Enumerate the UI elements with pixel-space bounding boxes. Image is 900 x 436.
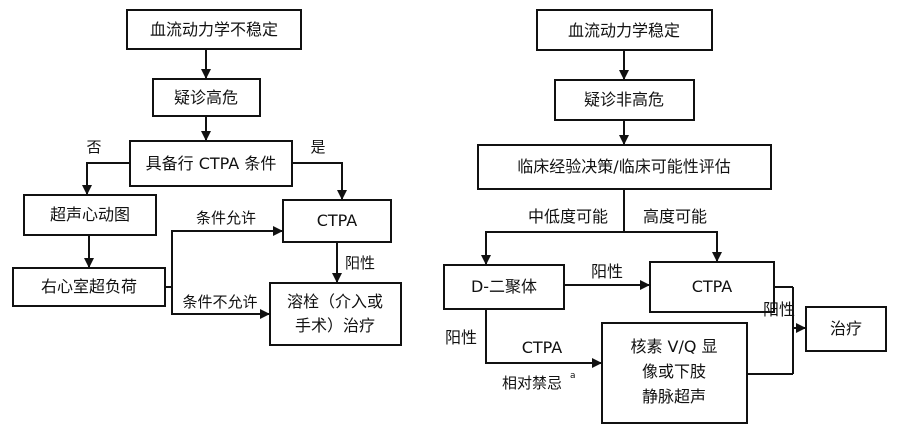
edge-condition-no (82, 162, 130, 195)
node-label-line3: 静脉超声 (642, 387, 706, 406)
label-yes: 是 (310, 138, 325, 156)
node-label-line2: 手术）治疗 (295, 316, 375, 335)
node-hemodynamic-unstable: 血流动力学不稳定 (126, 9, 302, 50)
node-suspect-non-high-risk: 疑诊非高危 (554, 79, 695, 121)
label-positive: 阳性 (591, 262, 623, 281)
node-label-line1: 溶栓（介入或 (287, 292, 383, 311)
label-low-mid-probability: 中低度可能 (528, 207, 608, 226)
node-ctpa: CTPA (282, 199, 392, 243)
edge-rv-allowed (165, 226, 283, 288)
node-ctpa-condition: 具备行 CTPA 条件 (129, 140, 293, 187)
left-flowchart: 血流动力学不稳定 疑诊高危 具备行 CTPA 条件 超声心动图 右心室超负荷 C… (12, 9, 402, 346)
node-vq-scan: 核素 V/Q 显 像或下肢 静脉超声 (601, 322, 748, 424)
node-suspect-high-risk: 疑诊高危 (152, 78, 261, 117)
node-label-line2: 像或下肢 (642, 362, 706, 381)
node-label: 血流动力学不稳定 (150, 20, 278, 39)
label-ctpa: CTPA (522, 338, 563, 357)
edge-rv-not-allowed (171, 287, 270, 319)
node-hemodynamic-stable: 血流动力学稳定 (536, 9, 713, 51)
node-echocardiography: 超声心动图 (23, 194, 157, 236)
footnote-marker: a (570, 371, 576, 381)
right-flowchart: 血流动力学稳定 疑诊非高危 临床经验决策/临床可能性评估 D-二聚体 CTPA … (443, 9, 887, 424)
node-label: 超声心动图 (50, 205, 130, 224)
node-ctpa: CTPA (649, 261, 775, 313)
node-label: D-二聚体 (471, 277, 537, 296)
left-edges (82, 49, 347, 319)
node-label: 血流动力学稳定 (568, 21, 680, 40)
node-label: 疑诊高危 (174, 88, 238, 107)
node-treatment: 治疗 (805, 306, 887, 352)
edge-condition-yes (292, 162, 347, 200)
node-label: CTPA (317, 211, 358, 230)
label-condition-allowed: 条件允许 (196, 209, 256, 227)
node-label: 疑诊非高危 (584, 90, 664, 109)
node-label: 右心室超负荷 (41, 277, 137, 296)
label-no: 否 (86, 138, 101, 156)
label-positive: 阳性 (445, 328, 477, 347)
label-positive: 阳性 (763, 300, 795, 319)
edge-eval-high (624, 231, 722, 262)
node-thrombolysis: 溶栓（介入或 手术）治疗 (269, 282, 402, 346)
node-label: CTPA (692, 277, 733, 296)
node-clinical-evaluation: 临床经验决策/临床可能性评估 (477, 144, 772, 190)
edge-ddimer-contraindication (485, 309, 602, 368)
node-label: 治疗 (830, 319, 862, 338)
right-edges (481, 50, 806, 375)
edge-eval-low-mid (481, 231, 624, 265)
label-relative-contraindication: 相对禁忌 (502, 374, 562, 392)
node-label-line1: 核素 V/Q 显 (630, 337, 717, 356)
node-label: 具备行 CTPA 条件 (146, 154, 277, 173)
label-high-probability: 高度可能 (643, 207, 707, 226)
label-positive: 阳性 (345, 254, 375, 272)
node-rv-overload: 右心室超负荷 (12, 267, 166, 307)
node-d-dimer: D-二聚体 (443, 264, 565, 310)
node-label: 临床经验决策/临床可能性评估 (517, 157, 730, 176)
label-condition-not-allowed: 条件不允许 (182, 293, 257, 311)
